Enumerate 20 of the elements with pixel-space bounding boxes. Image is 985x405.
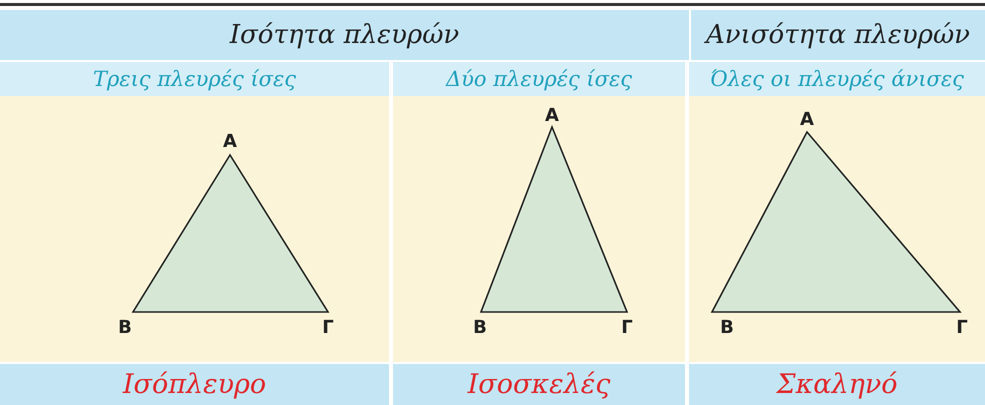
vertex-label: Β xyxy=(472,316,488,338)
triangle xyxy=(480,124,628,313)
vertex-label: Α xyxy=(544,104,560,126)
vertex-label: Γ xyxy=(321,316,335,338)
vertex-label: Α xyxy=(799,108,815,130)
column-header: Ισότητα πλευρών xyxy=(0,10,689,60)
vertex-label: Γ xyxy=(620,316,634,338)
column-subheader: Τρεις πλευρές ίσες xyxy=(0,62,389,96)
triangle-type-label: Ισόπλευρο xyxy=(0,364,389,405)
vertex-label: Γ xyxy=(955,316,969,338)
triangle-type-label: Σκαληνό xyxy=(689,364,985,405)
column-subheader: Όλες οι πλευρές άνισες xyxy=(689,62,985,96)
vertex-label: Α xyxy=(222,130,238,152)
triangle xyxy=(710,130,962,313)
vertex-label: Β xyxy=(719,316,735,338)
vertex-label: Β xyxy=(117,316,133,338)
column-subheader: Δύο πλευρές ίσες xyxy=(393,62,685,96)
column-header: Ανισότητα πλευρών xyxy=(691,10,985,60)
triangle xyxy=(132,153,330,313)
triangle-type-label: Ισοσκελές xyxy=(393,364,685,405)
